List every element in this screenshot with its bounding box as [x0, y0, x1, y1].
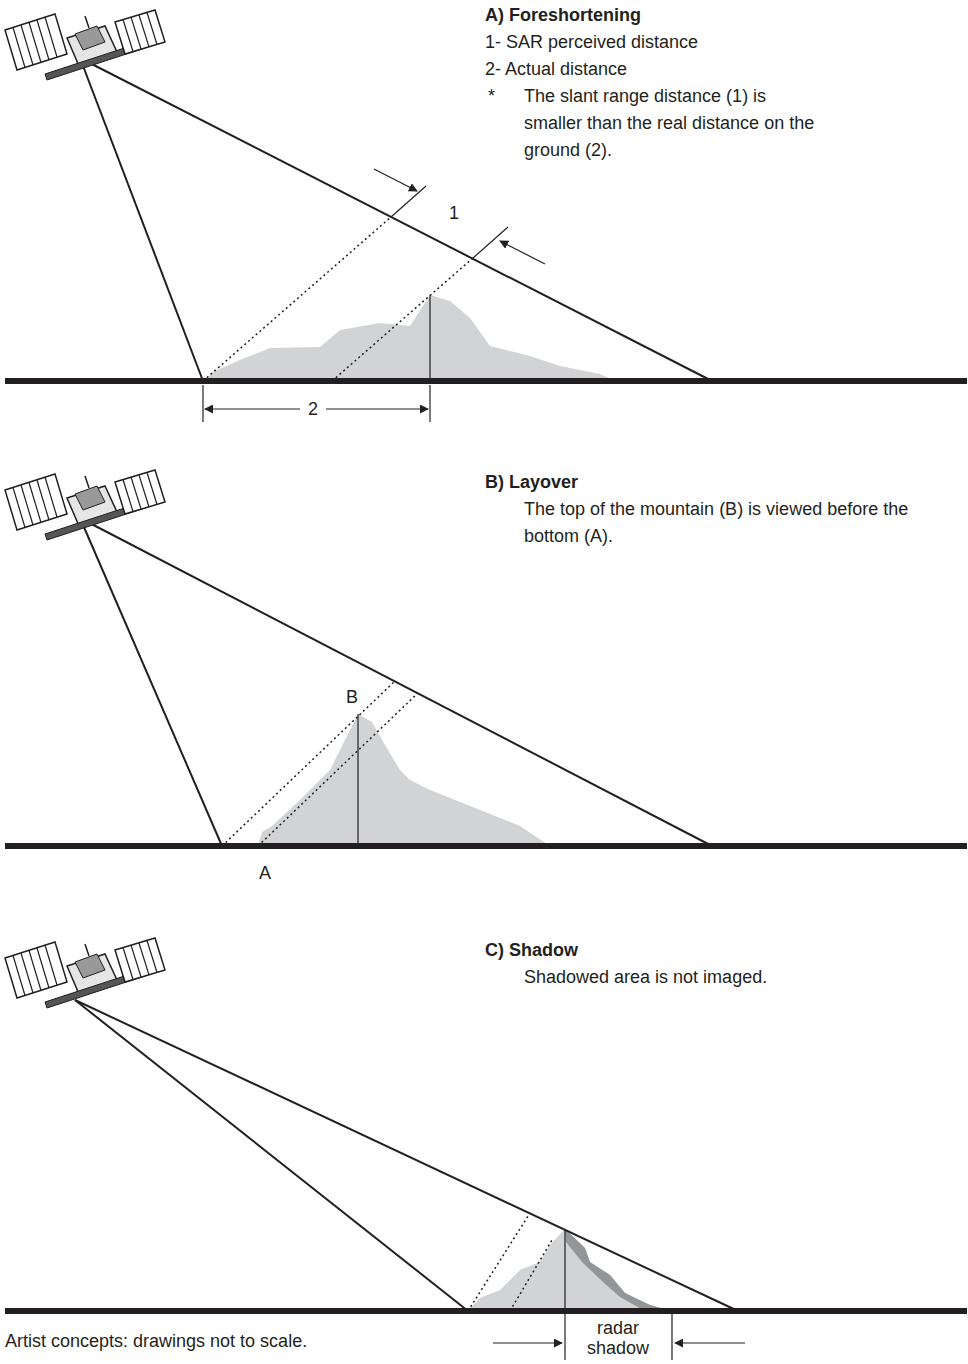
point-label: B: [346, 684, 358, 711]
legend-item: 2- Actual distance: [485, 56, 627, 83]
dimension-label: radar shadow: [583, 1318, 653, 1358]
footnote: Artist concepts: drawings not to scale.: [5, 1328, 307, 1355]
panel-heading: C) Shadow: [485, 937, 578, 964]
panel-heading: A) Foreshortening: [485, 2, 641, 29]
point-label: A: [259, 860, 271, 887]
note-text: The slant range distance (1) is smaller …: [524, 83, 824, 164]
callout-number: 1: [449, 200, 459, 227]
callout-number: 2: [305, 396, 321, 423]
note-text: Shadowed area is not imaged.: [524, 964, 767, 991]
note-text: The top of the mountain (B) is viewed be…: [524, 496, 944, 550]
legend-item: 1- SAR perceived distance: [485, 29, 698, 56]
panel-heading: B) Layover: [485, 469, 578, 496]
note-marker: *: [488, 83, 495, 110]
